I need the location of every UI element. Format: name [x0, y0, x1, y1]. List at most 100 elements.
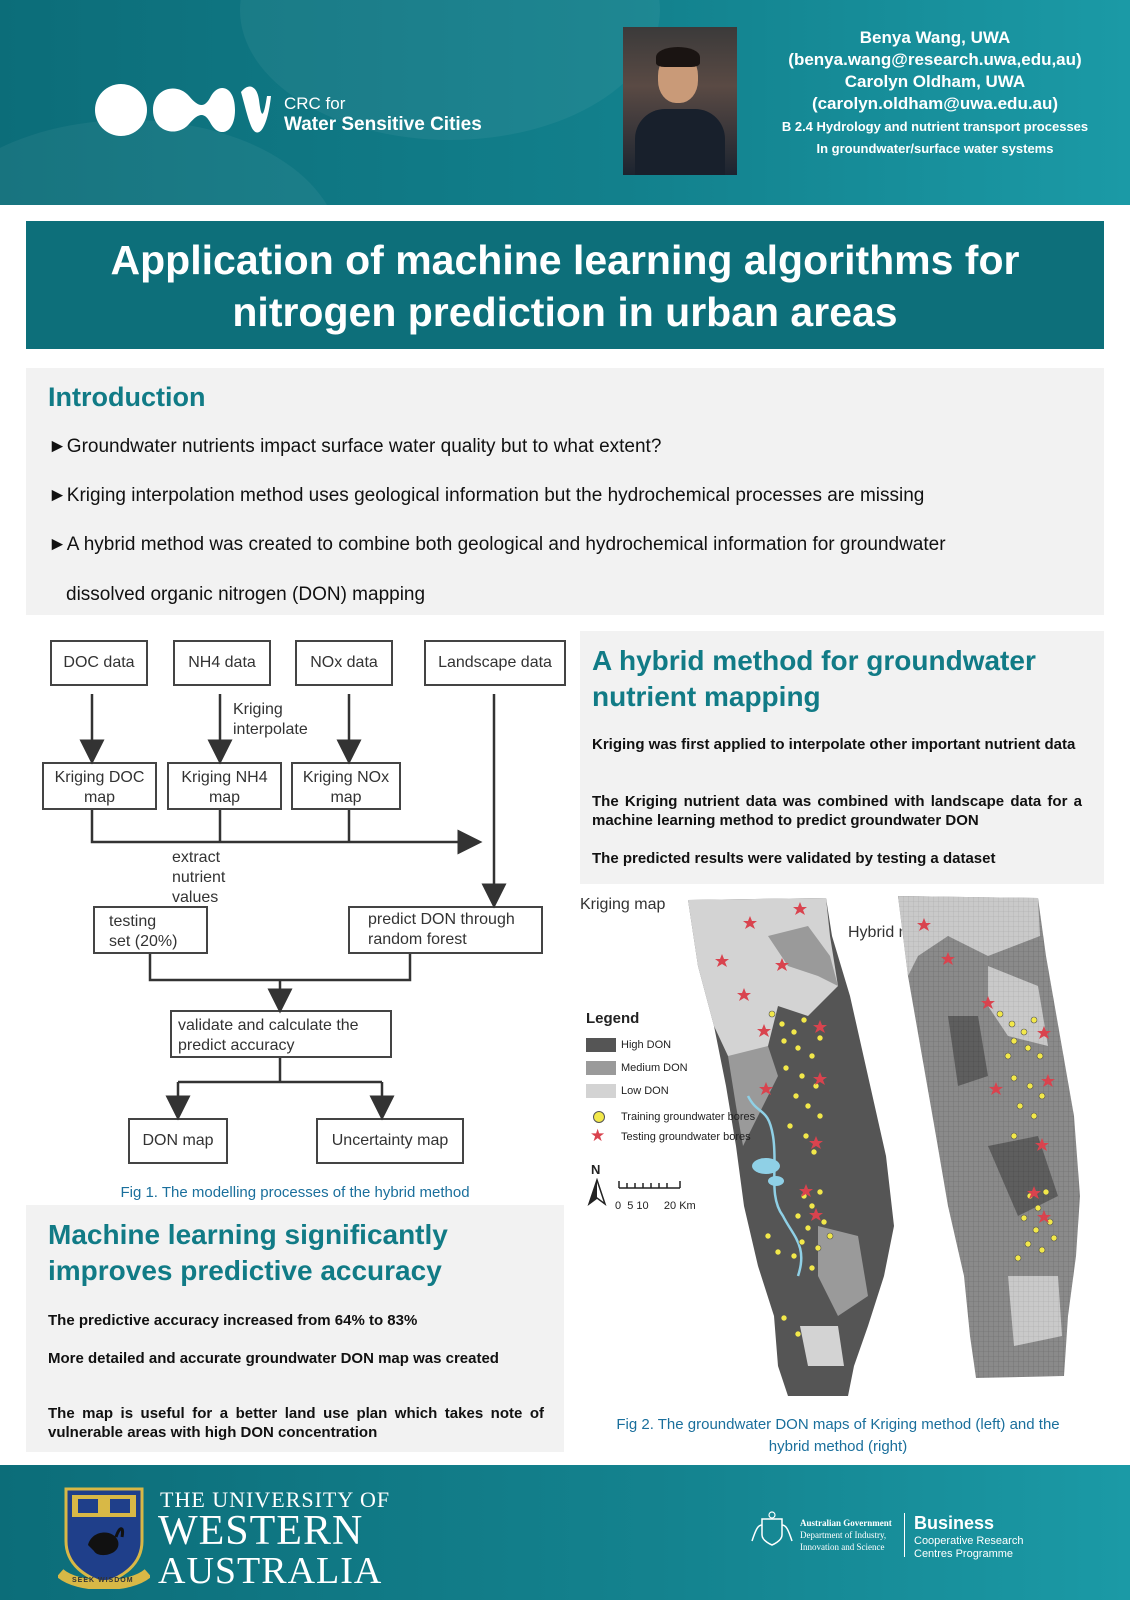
author-photo [623, 27, 737, 175]
kriging-doc-line-1: Kriging DOC [54, 769, 145, 786]
gov-line-3: Innovation and Science [800, 1542, 885, 1552]
author1-email: (benya.wang@research.uwa,edu,au) [788, 50, 1082, 69]
training-bores-kriging [764, 1010, 834, 1338]
kriging-nox-line-2: map [330, 789, 362, 806]
testing-bores-hybrid [917, 918, 1055, 1223]
hybrid-low-don-region [898, 896, 1040, 976]
predict-don-box: predict DON through random forest [348, 906, 543, 954]
kriging-doc-box: Kriging DOC map [42, 762, 157, 810]
legend-high-swatch [586, 1038, 616, 1052]
author2-name: Carolyn Oldham, UWA [844, 72, 1026, 91]
validate-line-2: predict accuracy [178, 1037, 295, 1054]
author-info: Benya Wang, UWA (benya.wang@research.uwa… [740, 27, 1130, 161]
machine-learning-section: Machine learning significantly improves … [26, 1205, 564, 1452]
figure-2-caption-line-2: hybrid method (right) [768, 1438, 908, 1455]
predict-line-2: random forest [368, 931, 467, 948]
figure-2-caption: Fig 2. The groundwater DON maps of Krigi… [568, 1414, 1108, 1458]
hybrid-paragraph: The Kriging nutrient data was combined w… [592, 793, 1082, 829]
kriging-medium-don-region [768, 926, 838, 986]
nox-data-box: NOx data [295, 640, 393, 686]
kriging-map-label: Kriging map [580, 896, 666, 913]
introduction-section: Introduction ►Groundwater nutrients impa… [26, 368, 1104, 615]
author1-name: Benya Wang, UWA [859, 28, 1011, 47]
crest-motto: SEEK WISDOM [72, 1577, 134, 1584]
training-bore-icon [593, 1111, 605, 1123]
ml-heading-line-1: Machine learning significantly [48, 1219, 448, 1250]
testing-set-box: testing set (20%) [93, 906, 208, 954]
kriging-nox-line-1: Kriging NOx [302, 769, 390, 786]
introduction-heading: Introduction [48, 382, 206, 412]
ml-paragraph: More detailed and accurate groundwater D… [48, 1350, 499, 1367]
ml-paragraph: The predictive accuracy increased from 6… [48, 1312, 418, 1329]
australian-coat-of-arms-icon [751, 1511, 793, 1546]
water-body [752, 1158, 780, 1174]
uncertainty-map-box: Uncertainty map [316, 1118, 464, 1164]
logo-line-2: Water Sensitive Cities [284, 114, 482, 135]
testing-bore-star-icon: ★ [590, 1126, 606, 1145]
don-maps [688, 896, 1080, 1396]
business-subtitle: Cooperative Research Centres Programme [914, 1535, 1023, 1561]
title-line-1: Application of machine learning algorith… [110, 237, 1020, 283]
business-line-3: Centres Programme [914, 1548, 1014, 1560]
hybrid-low-don-region [1008, 1276, 1062, 1346]
north-label: N [591, 1162, 601, 1177]
footer-banner: SEEK WISDOM THE UNIVERSITY OF WESTERN AU… [0, 1465, 1130, 1600]
landscape-data-box: Landscape data [424, 640, 566, 686]
extract-label: extract nutrient values [172, 849, 226, 906]
project-line-1: B 2.4 Hydrology and nutrient transport p… [781, 119, 1089, 134]
legend-training-label: Training groundwater bores [621, 1111, 756, 1123]
kriging-label: Kriging [233, 701, 283, 718]
legend-medium-swatch [586, 1061, 616, 1075]
header-banner: CRC for Water Sensitive Cities Benya Wan… [0, 0, 1130, 205]
scale-labels: 0 5 10 20 Km [615, 1200, 696, 1212]
uwa-crest-icon [58, 1487, 150, 1589]
hybrid-high-don-region [948, 1016, 988, 1086]
water-body [768, 1176, 784, 1186]
project-line-2: In groundwater/surface water systems [816, 141, 1054, 156]
intro-bullet: ►Kriging interpolation method uses geolo… [48, 485, 925, 506]
ml-heading: Machine learning significantly improves … [48, 1217, 448, 1289]
legend-title: Legend [586, 1010, 640, 1027]
predict-line-1: predict DON through [368, 911, 515, 928]
uwa-name-line-2: WESTERN [158, 1508, 364, 1554]
uwa-name-line-3: AUSTRALIA [158, 1550, 383, 1592]
kriging-nox-box: Kriging NOx map [291, 762, 401, 810]
flowchart-arrows [79, 694, 507, 1121]
hybrid-heading: A hybrid method for groundwater nutrient… [592, 643, 1036, 715]
australian-government-text: Australian Government Department of Indu… [800, 1517, 892, 1553]
business-line-2: Cooperative Research [914, 1535, 1024, 1547]
gov-line-1: Australian Government [800, 1518, 892, 1528]
interpolate-label: interpolate [233, 721, 308, 738]
business-title: Business [914, 1513, 995, 1533]
kriging-medium-don-region [728, 1046, 778, 1146]
testing-bores-kriging [715, 902, 827, 1221]
intro-bullet: ►A hybrid method was created to combine … [48, 534, 946, 555]
nh4-data-box: NH4 data [173, 640, 271, 686]
crc-logo-icon [95, 84, 271, 136]
figure-2-caption-line-1: Fig 2. The groundwater DON maps of Krigi… [616, 1416, 1060, 1433]
validate-line-1: validate and calculate the [178, 1017, 359, 1034]
kriging-doc-line-2: map [83, 789, 116, 806]
legend-low-swatch [586, 1084, 616, 1098]
kriging-medium-don-region [818, 1226, 868, 1316]
north-arrow-and-scale-icon [587, 1178, 681, 1207]
hybrid-high-don-region [988, 1136, 1058, 1216]
footer-divider [904, 1513, 905, 1557]
hybrid-paragraph: The predicted results were validated by … [592, 850, 996, 867]
hybrid-method-section: A hybrid method for groundwater nutrient… [580, 631, 1104, 884]
hybrid-paragraph: Kriging was first applied to interpolate… [592, 736, 1076, 753]
kriging-nh4-box: Kriging NH4 map [167, 762, 282, 810]
ml-heading-line-2: improves predictive accuracy [48, 1255, 442, 1286]
training-bores-hybrid [996, 1010, 1058, 1262]
gov-line-2: Department of Industry, [800, 1530, 887, 1540]
legend-testing-label: Testing groundwater bores [621, 1131, 751, 1143]
logo-line-1: CRC for [284, 94, 346, 113]
kriging-nh4-line-2: map [208, 789, 241, 806]
crc-logo-text: CRC for Water Sensitive Cities [284, 93, 482, 135]
legend-medium-label: Medium DON [621, 1062, 688, 1074]
poster-title: Application of machine learning algorith… [26, 221, 1104, 349]
testing-line-2: set (20%) [109, 933, 178, 950]
intro-bullet: ►Groundwater nutrients impact surface wa… [48, 436, 662, 457]
doc-data-box: DOC data [50, 640, 148, 686]
legend-low-label: Low DON [621, 1085, 669, 1097]
